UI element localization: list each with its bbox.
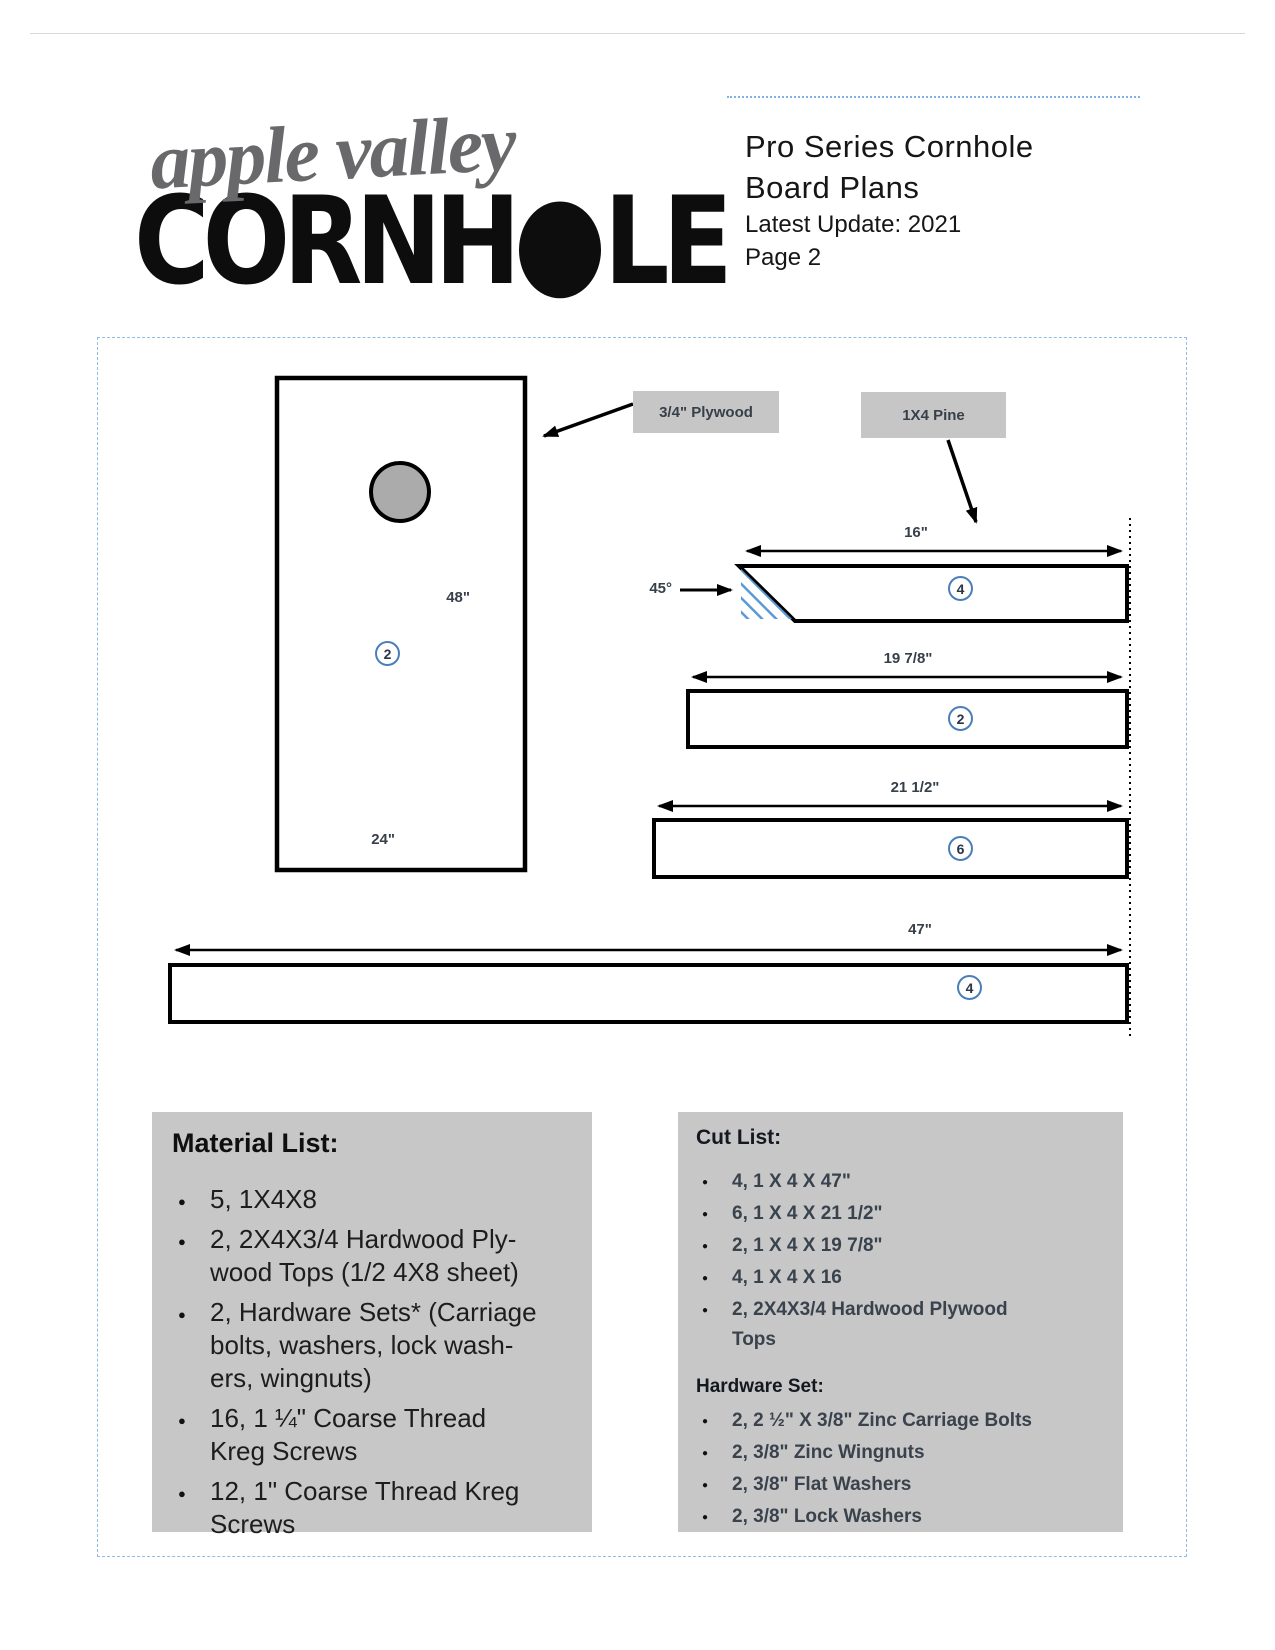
- list-item: 4, 1 X 4 X 16: [696, 1263, 1105, 1294]
- angle-45-label: 45°: [649, 580, 672, 597]
- cut-list-title: Cut List:: [696, 1126, 782, 1149]
- board-top-width-label: 24": [371, 831, 395, 848]
- apple-valley-cornhole-logo: apple valley CORNH LE: [120, 99, 733, 315]
- dimension-label-19-7-8: 19 7/8": [883, 650, 933, 667]
- cut-list-box: Cut List: 4, 1 X 4 X 47"6, 1 X 4 X 21 1/…: [678, 1112, 1123, 1533]
- dimension-label-21-1-2: 21 1/2": [890, 779, 940, 796]
- qty-badge-board-top: 2: [375, 641, 400, 666]
- list-item: 2, 3/8" Zinc Wingnuts: [696, 1438, 1105, 1469]
- dimension-label-16: 16": [904, 524, 928, 541]
- list-item: 4, 1 X 4 X 47": [696, 1167, 1105, 1198]
- diagram-dashed-frame: [97, 337, 1187, 1557]
- list-item: 2, 3/8" Lock Washers: [696, 1502, 1105, 1533]
- dimension-label-47: 47": [908, 921, 932, 938]
- list-item: 2, 2X4X3/4 Hardwood Ply-wood Tops (1/2 4…: [172, 1223, 572, 1289]
- material-list-box: Material List: 5, 1X4X8 2, 2X4X3/4 Hardwo…: [152, 1112, 592, 1539]
- list-item: 2, 3/8" Flat Washers: [696, 1470, 1105, 1501]
- qty-badge-21-1-2: 6: [948, 836, 973, 861]
- page-title-line1: Pro Series Cornhole: [745, 129, 1034, 164]
- cut-list-items: 4, 1 X 4 X 47"6, 1 X 4 X 21 1/2"2, 1 X 4…: [696, 1167, 1105, 1355]
- pine-callout-label: 1X4 Pine: [861, 392, 1006, 438]
- document-title-block: Pro Series Cornhole Board Plans Latest U…: [745, 126, 1034, 274]
- qty-badge-16: 4: [948, 576, 973, 601]
- qty-badge-47: 4: [957, 975, 982, 1000]
- board-top-length-label: 48": [446, 589, 470, 606]
- material-list-title: Material List:: [172, 1128, 339, 1158]
- hardware-set-items: 2, 2 ½" X 3/8" Zinc Carriage Bolts2, 3/8…: [696, 1406, 1105, 1533]
- page-title-line2: Board Plans: [745, 170, 920, 205]
- cornhole-o-circle-icon: [518, 201, 601, 299]
- logo-script-text: apple valley: [147, 99, 517, 207]
- logo-block-part2: LE: [603, 170, 733, 313]
- logo-block-part1: CORNH: [134, 170, 521, 313]
- hardware-set-title: Hardware Set:: [696, 1376, 824, 1397]
- title-box-dotted-border: [727, 96, 1140, 98]
- qty-badge-19-7-8: 2: [948, 706, 973, 731]
- plywood-callout-label: 3/4" Plywood: [633, 391, 779, 433]
- latest-update-text: Latest Update: 2021: [745, 211, 962, 238]
- list-item: 5, 1X4X8: [172, 1183, 572, 1218]
- page-number-text: Page 2: [745, 244, 822, 271]
- material-list-items: 5, 1X4X8 2, 2X4X3/4 Hardwood Ply-wood Top…: [172, 1183, 572, 1541]
- logo-block-text: CORNH LE: [134, 170, 733, 313]
- list-item: 2, 1 X 4 X 19 7/8": [696, 1231, 1105, 1262]
- top-divider-line: [30, 33, 1245, 34]
- list-item: 2, 2 ½" X 3/8" Zinc Carriage Bolts: [696, 1406, 1105, 1437]
- list-item: 6, 1 X 4 X 21 1/2": [696, 1199, 1105, 1230]
